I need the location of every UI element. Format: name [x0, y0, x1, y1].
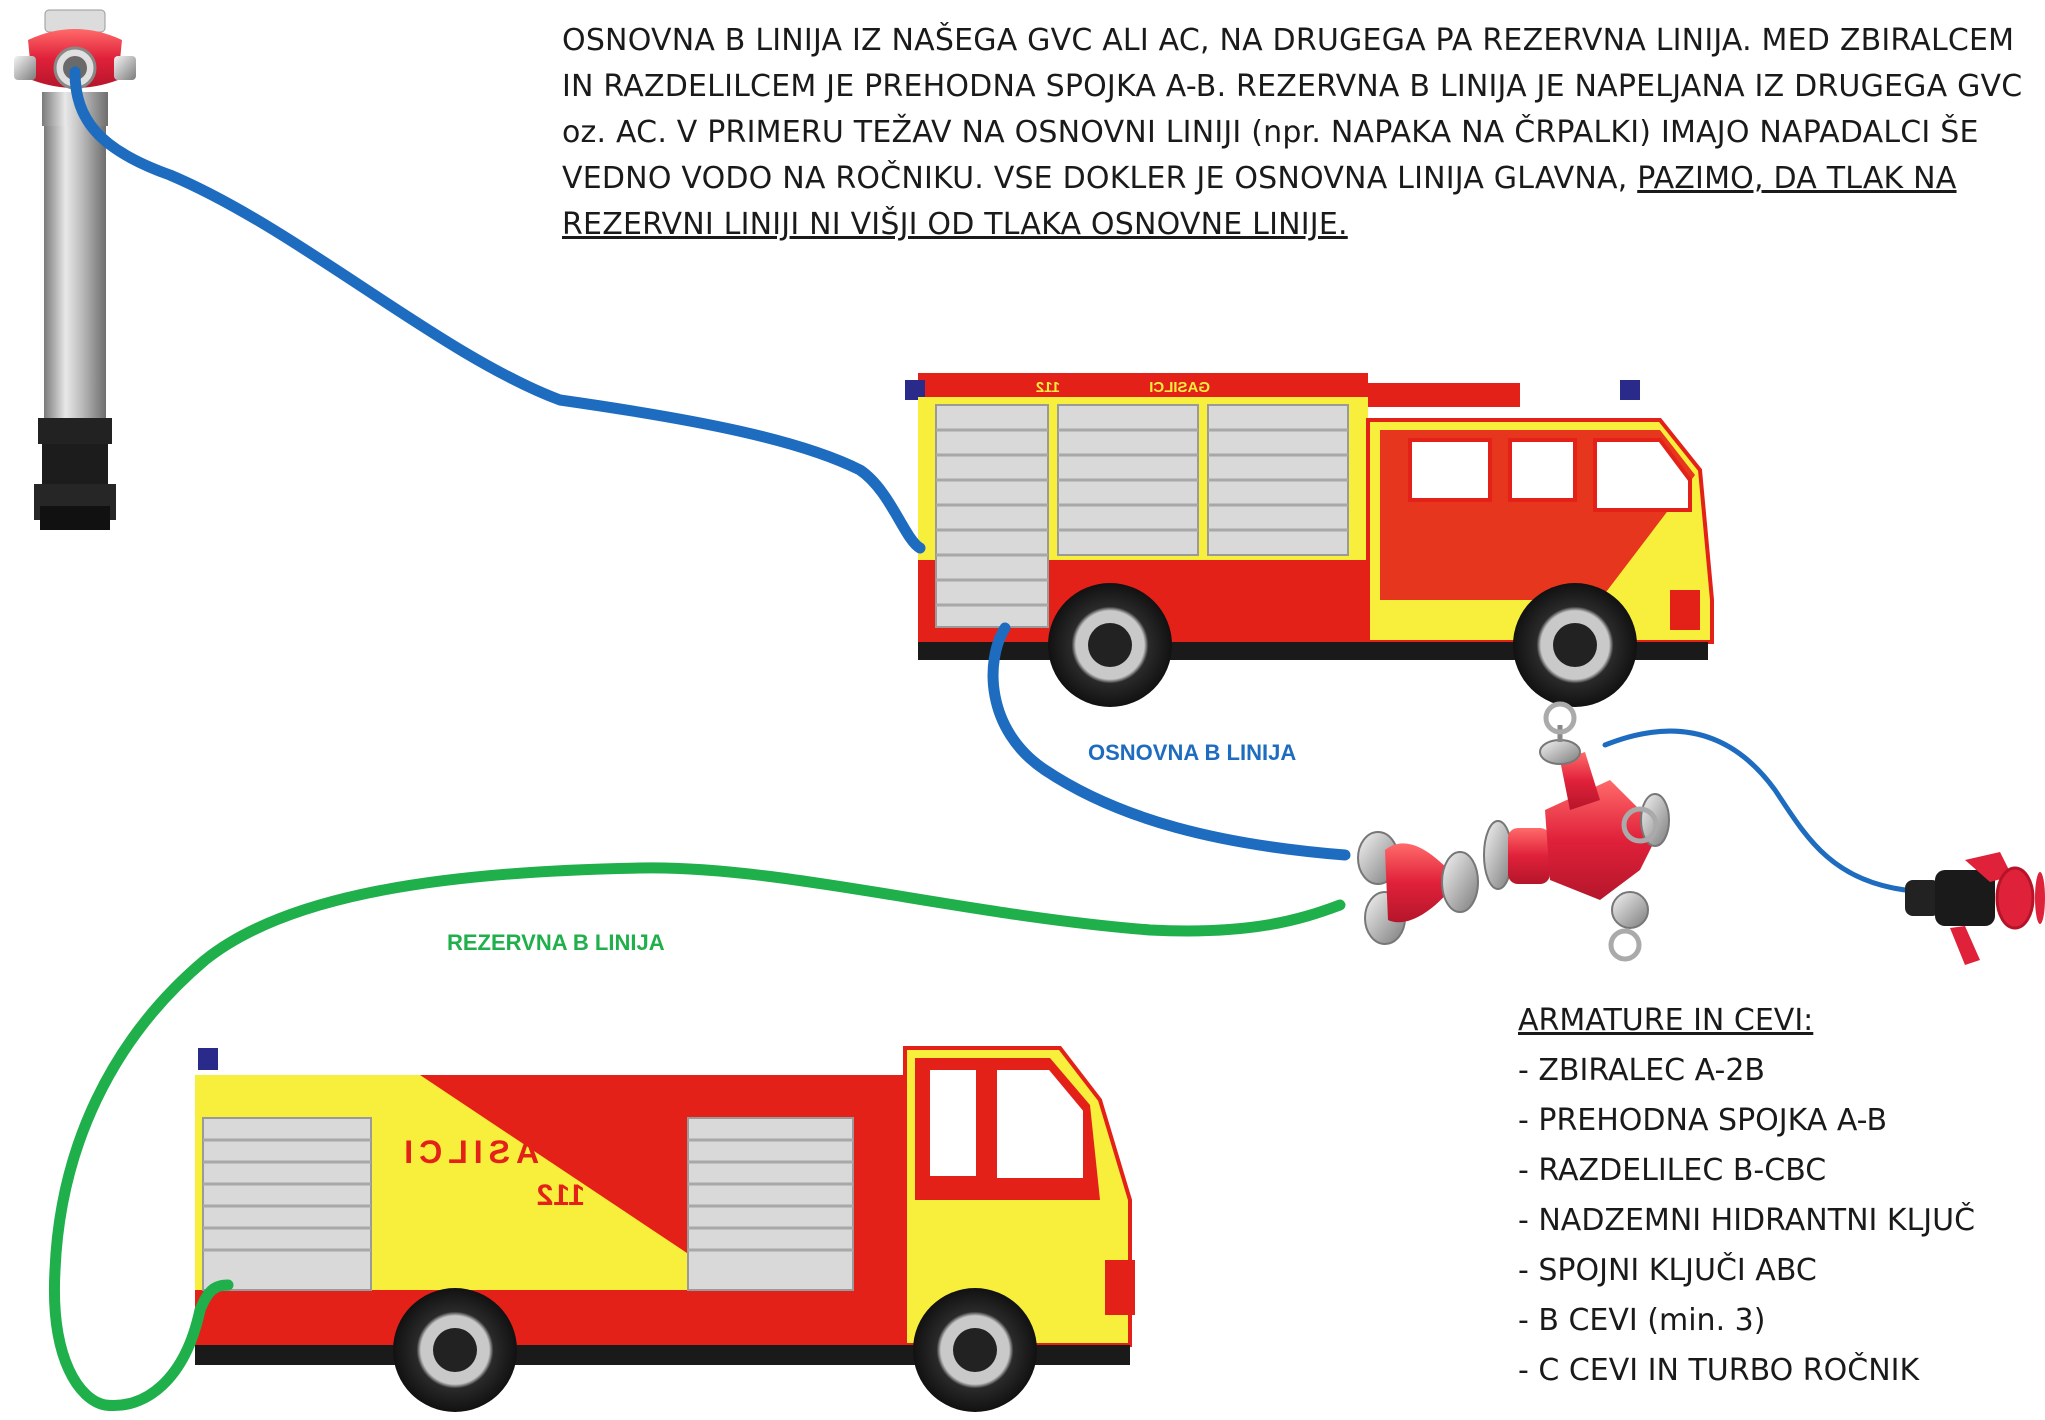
equipment-item: - PREHODNA SPOJKA A-B — [1518, 1103, 1888, 1138]
hose-main-b-line — [987, 622, 1351, 861]
label-main-b-line: OSNOVNA B LINIJA — [1088, 740, 1297, 765]
equipment-item: - C CEVI IN TURBO ROČNIK — [1518, 1353, 1920, 1388]
turbo-nozzle-icon — [1905, 852, 2045, 965]
equipment-item: - ZBIRALEC A-2B — [1518, 1053, 1766, 1088]
divider-b-cbc-icon — [1483, 701, 1670, 962]
equipment-item: - B CEVI (min. 3) — [1518, 1303, 1766, 1338]
collector-a-2b-icon — [1357, 831, 1479, 945]
truck-primary-lettering: GASILCI — [1149, 379, 1210, 396]
equipment-title: ARMATURE IN CEVI: — [1518, 1003, 1814, 1038]
intro-paragraph: OSNOVNA B LINIJA IZ NAŠEGA GVC ALI AC, N… — [562, 18, 2040, 248]
truck-primary-number: 112 — [1036, 379, 1060, 396]
hose-reserve-b-line — [48, 862, 1346, 1412]
label-reserve-b-line: REZERVNA B LINIJA — [447, 930, 665, 955]
equipment-list: ARMATURE IN CEVI: - ZBIRALEC A-2B - PREH… — [1518, 996, 2038, 1396]
hose-hydrant-to-truck — [69, 66, 926, 554]
intro-underlined-warning: PAZIMO, DA TLAK NA REZERVNI LINIJI NI VI… — [562, 161, 1957, 242]
fire-truck-primary: GASILCI 112 — [905, 373, 1714, 707]
fire-truck-reserve: GASILCI 112 — [195, 1046, 1135, 1412]
intro-text: OSNOVNA B LINIJA IZ NAŠEGA GVC ALI AC, N… — [562, 23, 2023, 196]
equipment-item: - SPOJNI KLJUČI ABC — [1518, 1253, 1817, 1288]
hose-c-line-to-nozzle — [1602, 728, 1908, 893]
equipment-item: - NADZEMNI HIDRANTNI KLJUČ — [1518, 1203, 1976, 1238]
truck-reserve-number: 112 — [537, 1179, 585, 1212]
truck-reserve-lettering: GASILCI — [398, 1134, 570, 1170]
equipment-item: - RAZDELILEC B-CBC — [1518, 1153, 1827, 1188]
